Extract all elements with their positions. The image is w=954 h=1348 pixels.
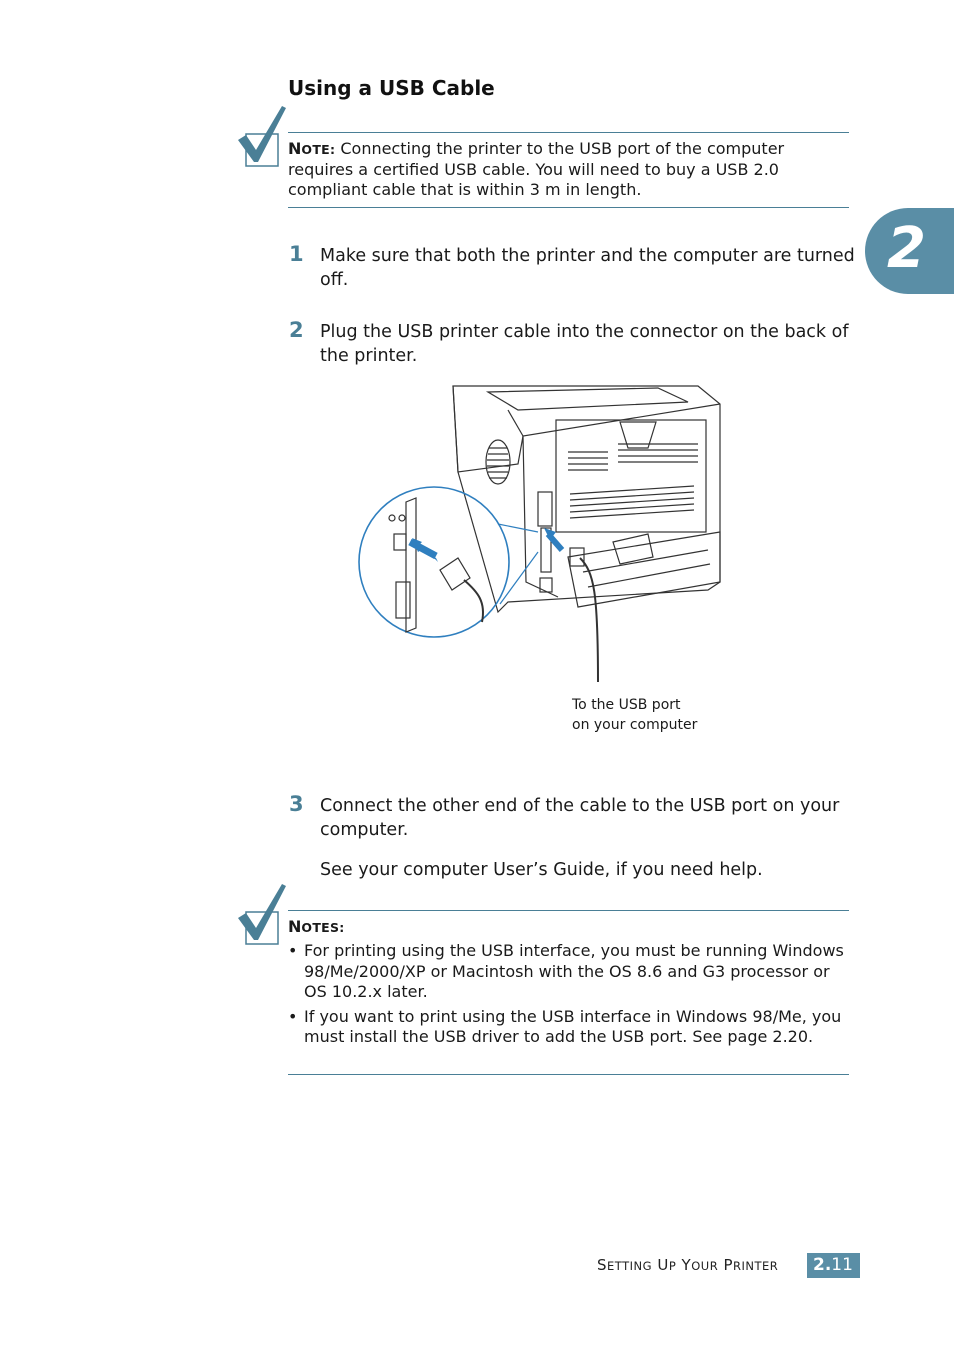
note-bottom-rule <box>288 207 849 208</box>
page-number: 2.11 <box>807 1253 860 1278</box>
section-heading: Using a USB Cable <box>288 76 495 100</box>
step-text: Connect the other end of the cable to th… <box>320 796 840 840</box>
note-top-rule <box>288 132 849 133</box>
notes-label: NOTES: <box>288 917 345 936</box>
note-label: NOTE: <box>288 139 336 158</box>
checkmark-note-icon <box>238 106 286 167</box>
checkmark-notes-icon <box>238 884 286 945</box>
step-help-text: See your computer User’s Guide, if you n… <box>320 860 763 880</box>
note-text: Connecting the printer to the USB port o… <box>288 139 785 199</box>
list-item: •If you want to print using the USB inte… <box>288 1006 842 1047</box>
notes-top-rule <box>288 910 849 911</box>
step-number: 1 <box>289 242 304 266</box>
footer-section-title: SETTING UP YOUR PRINTER <box>597 1256 779 1274</box>
printer-usb-illustration <box>358 385 721 683</box>
chapter-tab: 2 <box>865 208 954 294</box>
step-text: Make sure that both the printer and the … <box>320 246 855 290</box>
note-usb-cable: NOTE: Connecting the printer to the USB … <box>288 139 848 200</box>
figure-caption: To the USB port on your computer <box>572 697 698 733</box>
step-number: 3 <box>289 792 304 816</box>
notes-list: •For printing using the USB interface, y… <box>288 941 848 1052</box>
list-item: •For printing using the USB interface, y… <box>288 941 844 1001</box>
step-number: 2 <box>289 318 304 342</box>
chapter-number: 2 <box>887 216 926 281</box>
notes-bottom-rule <box>288 1074 849 1075</box>
step-text: Plug the USB printer cable into the conn… <box>320 322 849 366</box>
